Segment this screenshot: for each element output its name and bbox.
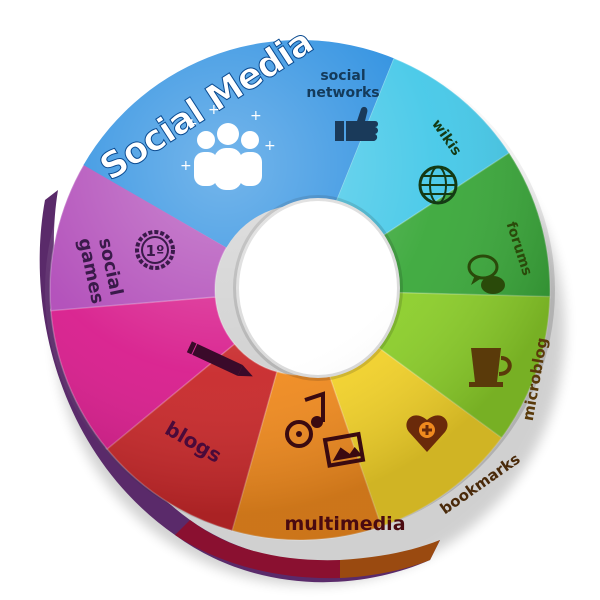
svg-text:+: + [250,108,262,124]
music-photo-icon [285,391,366,468]
people-icon: + + + + + [180,102,276,190]
heart-plus-icon [406,415,448,452]
pencil-icon [186,341,253,377]
svg-text:+: + [264,138,276,154]
label-social-networks-line2: networks [306,85,379,101]
speech-bubbles-icon [467,254,505,294]
label-social-networks-line1: social [320,68,365,84]
segment-icons: 1º [135,106,512,468]
thumbs-up-icon [335,106,378,141]
svg-text:+: + [186,116,198,132]
globe-icon [418,165,458,205]
svg-text:+: + [180,158,192,174]
first-place-badge-icon: 1º [135,230,175,270]
svg-text:+: + [208,102,220,118]
cup-icon [469,348,512,387]
label-multimedia: multimedia [284,513,405,535]
badge-text: 1º [146,242,165,260]
